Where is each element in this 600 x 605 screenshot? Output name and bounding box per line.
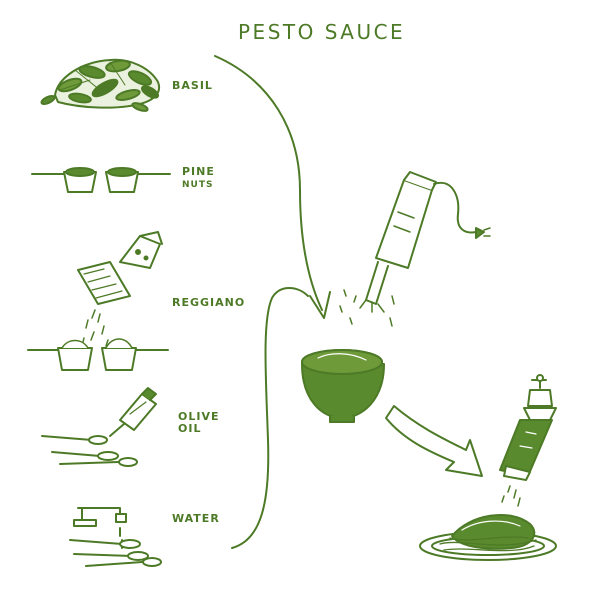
ingredient-label-olive: OLIVE [178, 410, 220, 423]
ingredient-label-reggiano: REGGIANO [172, 296, 246, 309]
olive-oil-bottle-icon [110, 388, 156, 436]
olive-oil-measuring-spoons-icon [42, 436, 137, 466]
pepper-grinder-icon [500, 375, 556, 506]
pasta-plate-icon [420, 515, 556, 560]
ingredient-label-water: WATER [172, 512, 220, 525]
water-faucet-icon [74, 508, 126, 548]
pine-nuts-measuring-cups-icon [32, 168, 170, 192]
page-title: PESTO SAUCE [238, 20, 406, 44]
ingredient-label-olive-oil: OLIVE OIL [178, 411, 219, 434]
water-measuring-spoons-icon [70, 540, 161, 566]
top-flow-arrow [215, 56, 330, 318]
ingredient-label-pine-nuts: PINE NUTS [182, 166, 215, 190]
reggiano-measuring-cups-icon [28, 339, 168, 370]
immersion-blender-icon [340, 172, 490, 326]
ingredient-label-oil: OIL [178, 421, 202, 435]
bowl-to-plate-arrow [386, 406, 482, 476]
pesto-bowl-icon [302, 350, 384, 422]
ingredient-label-basil: BASIL [172, 79, 213, 92]
cheese-grater-icon [78, 232, 162, 346]
ingredient-label-pine: PINE [182, 165, 215, 178]
left-flow-arrow [232, 288, 308, 548]
basil-leaves-icon [40, 59, 159, 113]
ingredient-label-nuts: NUTS [182, 179, 214, 190]
